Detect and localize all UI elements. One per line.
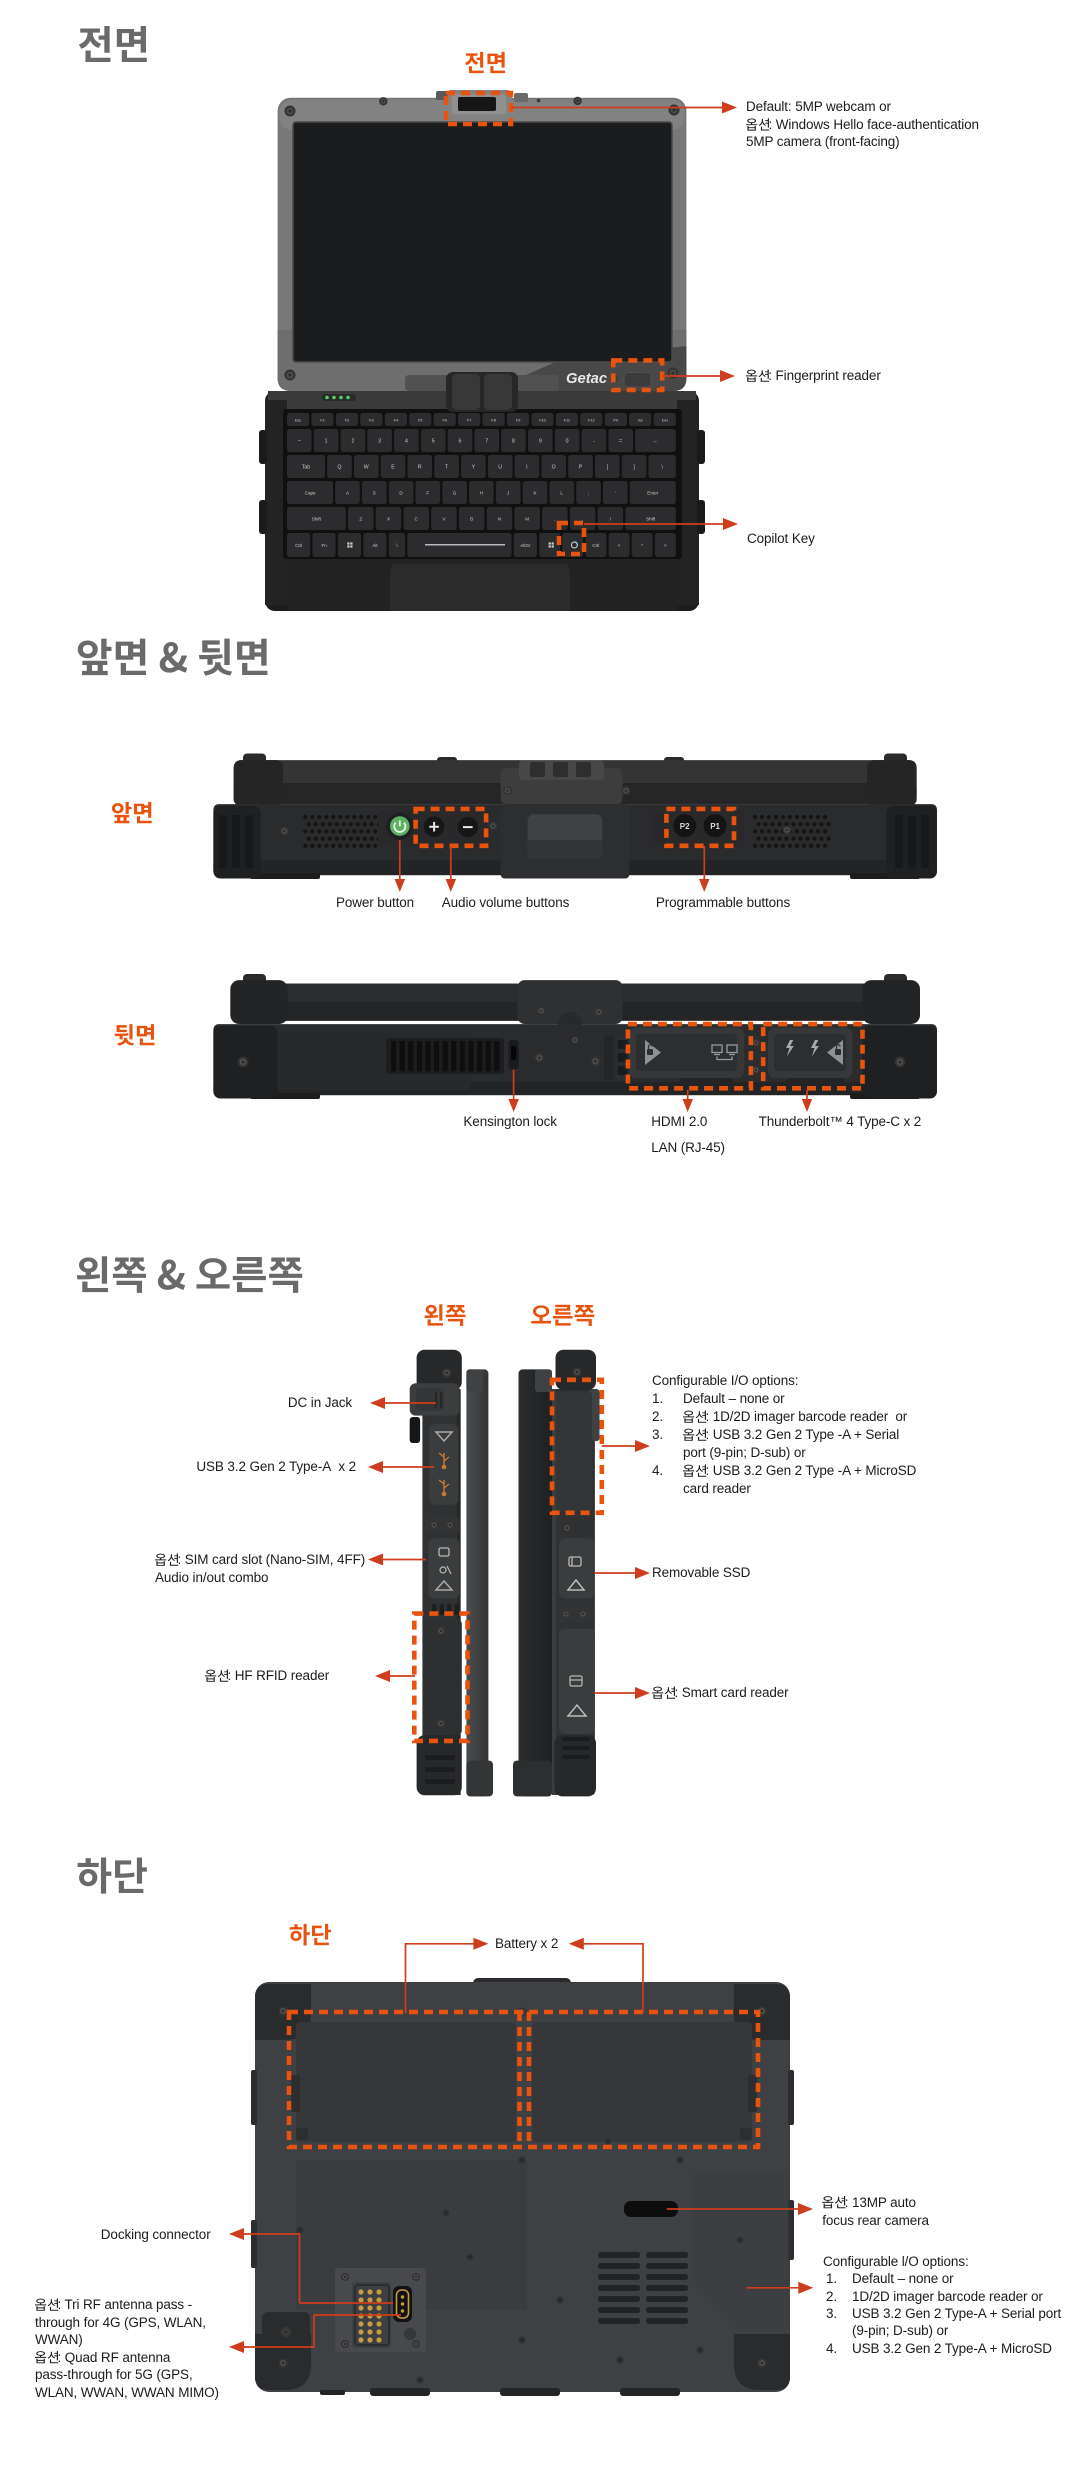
svg-text:W: W bbox=[364, 464, 369, 470]
svg-text:': ' bbox=[615, 490, 616, 495]
svg-text:J: J bbox=[507, 490, 509, 495]
svg-text:F5: F5 bbox=[418, 418, 422, 422]
svg-text:;: ; bbox=[588, 490, 589, 495]
svg-text:Getac: Getac bbox=[566, 371, 608, 387]
svg-text:.: . bbox=[582, 516, 583, 521]
svg-text:\: \ bbox=[661, 464, 663, 470]
svg-text:R: R bbox=[418, 464, 422, 470]
svg-text:Y: Y bbox=[472, 464, 476, 470]
svg-text:F9: F9 bbox=[516, 418, 520, 422]
svg-text:~: ~ bbox=[298, 438, 301, 444]
svg-text:F7: F7 bbox=[467, 418, 471, 422]
svg-text:C: C bbox=[415, 516, 419, 521]
svg-text:6: 6 bbox=[459, 438, 462, 444]
svg-text:Ctrl: Ctrl bbox=[295, 543, 302, 548]
svg-text:D: D bbox=[399, 490, 403, 495]
svg-text:F: F bbox=[426, 490, 429, 495]
svg-text:H: H bbox=[480, 490, 483, 495]
svg-text:F3: F3 bbox=[369, 418, 373, 422]
svg-text:]: ] bbox=[633, 464, 635, 470]
svg-text:F4: F4 bbox=[394, 418, 398, 422]
svg-text:Enter: Enter bbox=[647, 490, 658, 495]
svg-text:Z: Z bbox=[359, 516, 362, 521]
svg-text:G: G bbox=[453, 490, 457, 495]
svg-text:P: P bbox=[579, 464, 583, 470]
svg-text:V: V bbox=[442, 516, 446, 521]
svg-text:F8: F8 bbox=[491, 418, 495, 422]
svg-text:F1: F1 bbox=[320, 418, 324, 422]
svg-text:3: 3 bbox=[378, 438, 381, 444]
svg-text:T: T bbox=[445, 464, 449, 470]
svg-text:\: \ bbox=[396, 543, 398, 548]
svg-text:Ctrl: Ctrl bbox=[592, 543, 599, 548]
svg-text:←: ← bbox=[653, 438, 658, 444]
svg-text:X: X bbox=[387, 516, 390, 521]
svg-text:5: 5 bbox=[432, 438, 435, 444]
svg-text:O: O bbox=[552, 464, 556, 470]
svg-text:Caps: Caps bbox=[305, 490, 316, 495]
svg-text:Shift: Shift bbox=[646, 516, 656, 521]
svg-text:,: , bbox=[554, 516, 555, 521]
svg-text:F12: F12 bbox=[588, 418, 595, 422]
svg-text:F11: F11 bbox=[564, 418, 570, 422]
svg-text:A: A bbox=[346, 490, 350, 495]
svg-text:P1: P1 bbox=[710, 822, 720, 831]
svg-text:P2: P2 bbox=[680, 822, 690, 831]
svg-text:L: L bbox=[560, 490, 563, 495]
svg-text:F10: F10 bbox=[539, 418, 546, 422]
svg-text:0: 0 bbox=[566, 438, 569, 444]
svg-text:Ins: Ins bbox=[638, 418, 643, 422]
svg-text:>: > bbox=[664, 543, 667, 548]
svg-text:F6: F6 bbox=[442, 418, 446, 422]
svg-text:Shift: Shift bbox=[312, 516, 322, 521]
svg-text:/: / bbox=[610, 516, 612, 521]
svg-text:N: N bbox=[498, 516, 501, 521]
svg-text:Prt: Prt bbox=[613, 418, 619, 422]
svg-text:8: 8 bbox=[512, 438, 515, 444]
svg-text:[: [ bbox=[607, 464, 609, 470]
svg-text:Fn: Fn bbox=[321, 543, 327, 548]
svg-text:<: < bbox=[618, 543, 621, 548]
svg-text:AltGr: AltGr bbox=[520, 543, 531, 548]
svg-text:4: 4 bbox=[405, 438, 408, 444]
svg-text:Q: Q bbox=[337, 464, 341, 470]
svg-text:Del: Del bbox=[662, 418, 668, 422]
svg-text:Esc: Esc bbox=[295, 418, 301, 422]
svg-text:E: E bbox=[391, 464, 395, 470]
svg-text:-: - bbox=[593, 438, 595, 444]
svg-text:F2: F2 bbox=[345, 418, 349, 422]
svg-text:U: U bbox=[498, 464, 502, 470]
svg-text:2: 2 bbox=[351, 438, 354, 444]
svg-text:=: = bbox=[619, 438, 622, 444]
svg-text:K: K bbox=[533, 490, 537, 495]
svg-text:1: 1 bbox=[325, 438, 328, 444]
svg-text:S: S bbox=[373, 490, 376, 495]
svg-text:B: B bbox=[470, 516, 473, 521]
svg-text:Tab: Tab bbox=[302, 464, 310, 470]
svg-text:I: I bbox=[526, 464, 527, 470]
svg-text:Alt: Alt bbox=[372, 543, 378, 548]
svg-text:M: M bbox=[525, 516, 529, 521]
svg-text:9: 9 bbox=[539, 438, 542, 444]
svg-text:^: ^ bbox=[641, 543, 644, 548]
svg-text:7: 7 bbox=[485, 438, 488, 444]
